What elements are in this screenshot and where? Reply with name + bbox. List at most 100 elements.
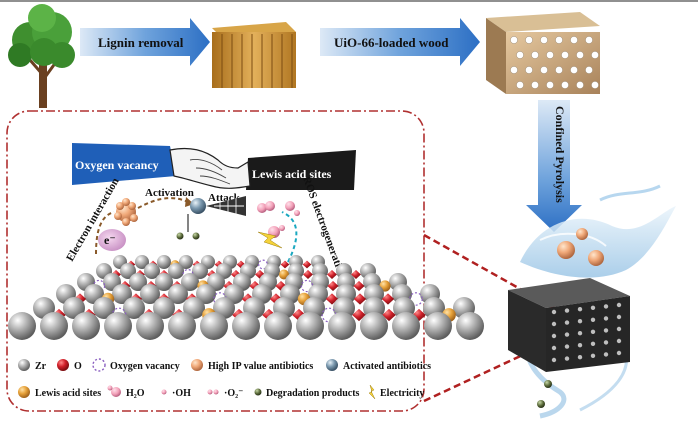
degradation-product-icon xyxy=(192,232,200,240)
uio66-particle xyxy=(591,51,599,59)
zr-atom xyxy=(123,297,145,319)
uio66-particle xyxy=(561,81,569,89)
legend-lewis-icon xyxy=(18,386,30,398)
legend-electricity-icon xyxy=(368,384,376,400)
uio66-wood-block xyxy=(486,12,600,94)
legend-activated: Activated antibiotics xyxy=(343,361,431,372)
carbon-pore xyxy=(603,304,609,309)
carbon-pore xyxy=(564,308,570,313)
zr-atom xyxy=(144,263,160,279)
degradation-product-icon xyxy=(537,400,545,408)
legend-oh: ·OH xyxy=(172,388,191,399)
uio66-particle xyxy=(585,66,593,74)
legend-degradation: Degradation products xyxy=(266,388,360,399)
carbon-pore xyxy=(564,344,570,349)
uio66-particle xyxy=(576,81,584,89)
zr-atom xyxy=(155,273,173,291)
uio66-particle xyxy=(570,36,578,44)
legend-zr-icon xyxy=(18,359,30,371)
degradation-product-icon xyxy=(544,380,552,388)
carbon-pore xyxy=(577,343,583,348)
o-atom xyxy=(327,270,337,279)
o-atom xyxy=(303,270,313,279)
uio66-particle xyxy=(546,81,554,89)
carbon-pore xyxy=(603,340,609,345)
legend-o: O xyxy=(74,361,82,372)
zr-atom xyxy=(136,312,164,340)
carbon-pore xyxy=(616,350,622,356)
zr-atom xyxy=(120,263,136,279)
o-atom xyxy=(302,260,312,269)
uio66-particle xyxy=(525,36,533,44)
o-atom xyxy=(351,270,361,279)
carbon-pore xyxy=(590,317,596,322)
electron-arrow xyxy=(95,211,115,255)
carbonized-wood-block xyxy=(508,278,630,372)
uio66-particle xyxy=(516,81,524,89)
zr-atom xyxy=(112,284,132,304)
carbon-pore xyxy=(577,331,583,336)
carbon-pore xyxy=(577,319,583,324)
degradation-product-icon xyxy=(176,232,184,240)
zr-atom xyxy=(392,312,420,340)
carbon-pore xyxy=(564,356,570,361)
uio66-particle xyxy=(585,36,593,44)
carbon-pore xyxy=(577,355,583,360)
uio66-particle xyxy=(561,51,569,59)
legend-o2: ·O₂⁻ xyxy=(224,388,243,399)
uio66-particle xyxy=(555,36,563,44)
zr-atom xyxy=(196,284,216,304)
electricity-icon xyxy=(257,231,283,249)
zr-atom xyxy=(200,312,228,340)
attack-beam xyxy=(206,196,246,216)
zr-atom xyxy=(8,312,36,340)
carbon-pore xyxy=(590,329,596,334)
zr-atom xyxy=(153,297,175,319)
antibiotic-molecule-icon xyxy=(114,198,138,226)
uio66-particle xyxy=(525,66,533,74)
o-atom xyxy=(381,293,395,305)
activation-arrow xyxy=(137,197,189,209)
o-atom xyxy=(352,308,366,322)
activated-antibiotic-icon xyxy=(190,198,206,214)
zr-atom xyxy=(360,312,388,340)
uio66-particle xyxy=(510,66,518,74)
o-atom xyxy=(382,308,396,322)
carbon-pore xyxy=(603,316,609,321)
label-handshake-oxygen-vacancy: Oxygen vacancy xyxy=(75,158,159,172)
tree-icon xyxy=(8,4,75,108)
carbon-pore xyxy=(577,307,583,312)
o-atom xyxy=(353,293,367,305)
uio66-particle xyxy=(546,51,554,59)
label-handshake-lewis-acid: Lewis acid sites xyxy=(252,167,332,181)
legend-zr: Zr xyxy=(35,361,47,372)
zr-atom xyxy=(63,297,85,319)
legend-oh-icon xyxy=(161,389,167,395)
legend-degradation-icon xyxy=(254,388,262,396)
uio66-particle xyxy=(570,66,578,74)
zr-atom xyxy=(328,312,356,340)
zr-atom xyxy=(181,273,199,291)
carbon-pore xyxy=(590,341,596,346)
zr-atom xyxy=(179,255,193,269)
electron-icon: e⁻ xyxy=(98,229,126,251)
carbon-pore xyxy=(551,333,557,339)
carbon-pore xyxy=(551,345,557,351)
uio66-particle xyxy=(531,51,539,59)
mechanism-frame xyxy=(6,110,425,412)
uio66-particle xyxy=(540,36,548,44)
zr-atom xyxy=(168,284,188,304)
arrow-lignin-removal: Lignin removal xyxy=(80,18,210,66)
arrow-uio66-loaded: UiO-66-loaded wood xyxy=(320,18,480,66)
carbon-pore xyxy=(616,314,622,320)
carbon-pore xyxy=(616,302,622,308)
uio66-particle xyxy=(516,51,524,59)
label-electron: e⁻ xyxy=(104,233,116,247)
legend-high-ip-icon xyxy=(191,359,203,371)
legend-h2o: H₂O xyxy=(126,388,145,399)
zr-atom xyxy=(192,263,208,279)
ros-molecules xyxy=(257,201,300,238)
zr-atom xyxy=(232,312,260,340)
carbon-pore xyxy=(603,328,609,333)
